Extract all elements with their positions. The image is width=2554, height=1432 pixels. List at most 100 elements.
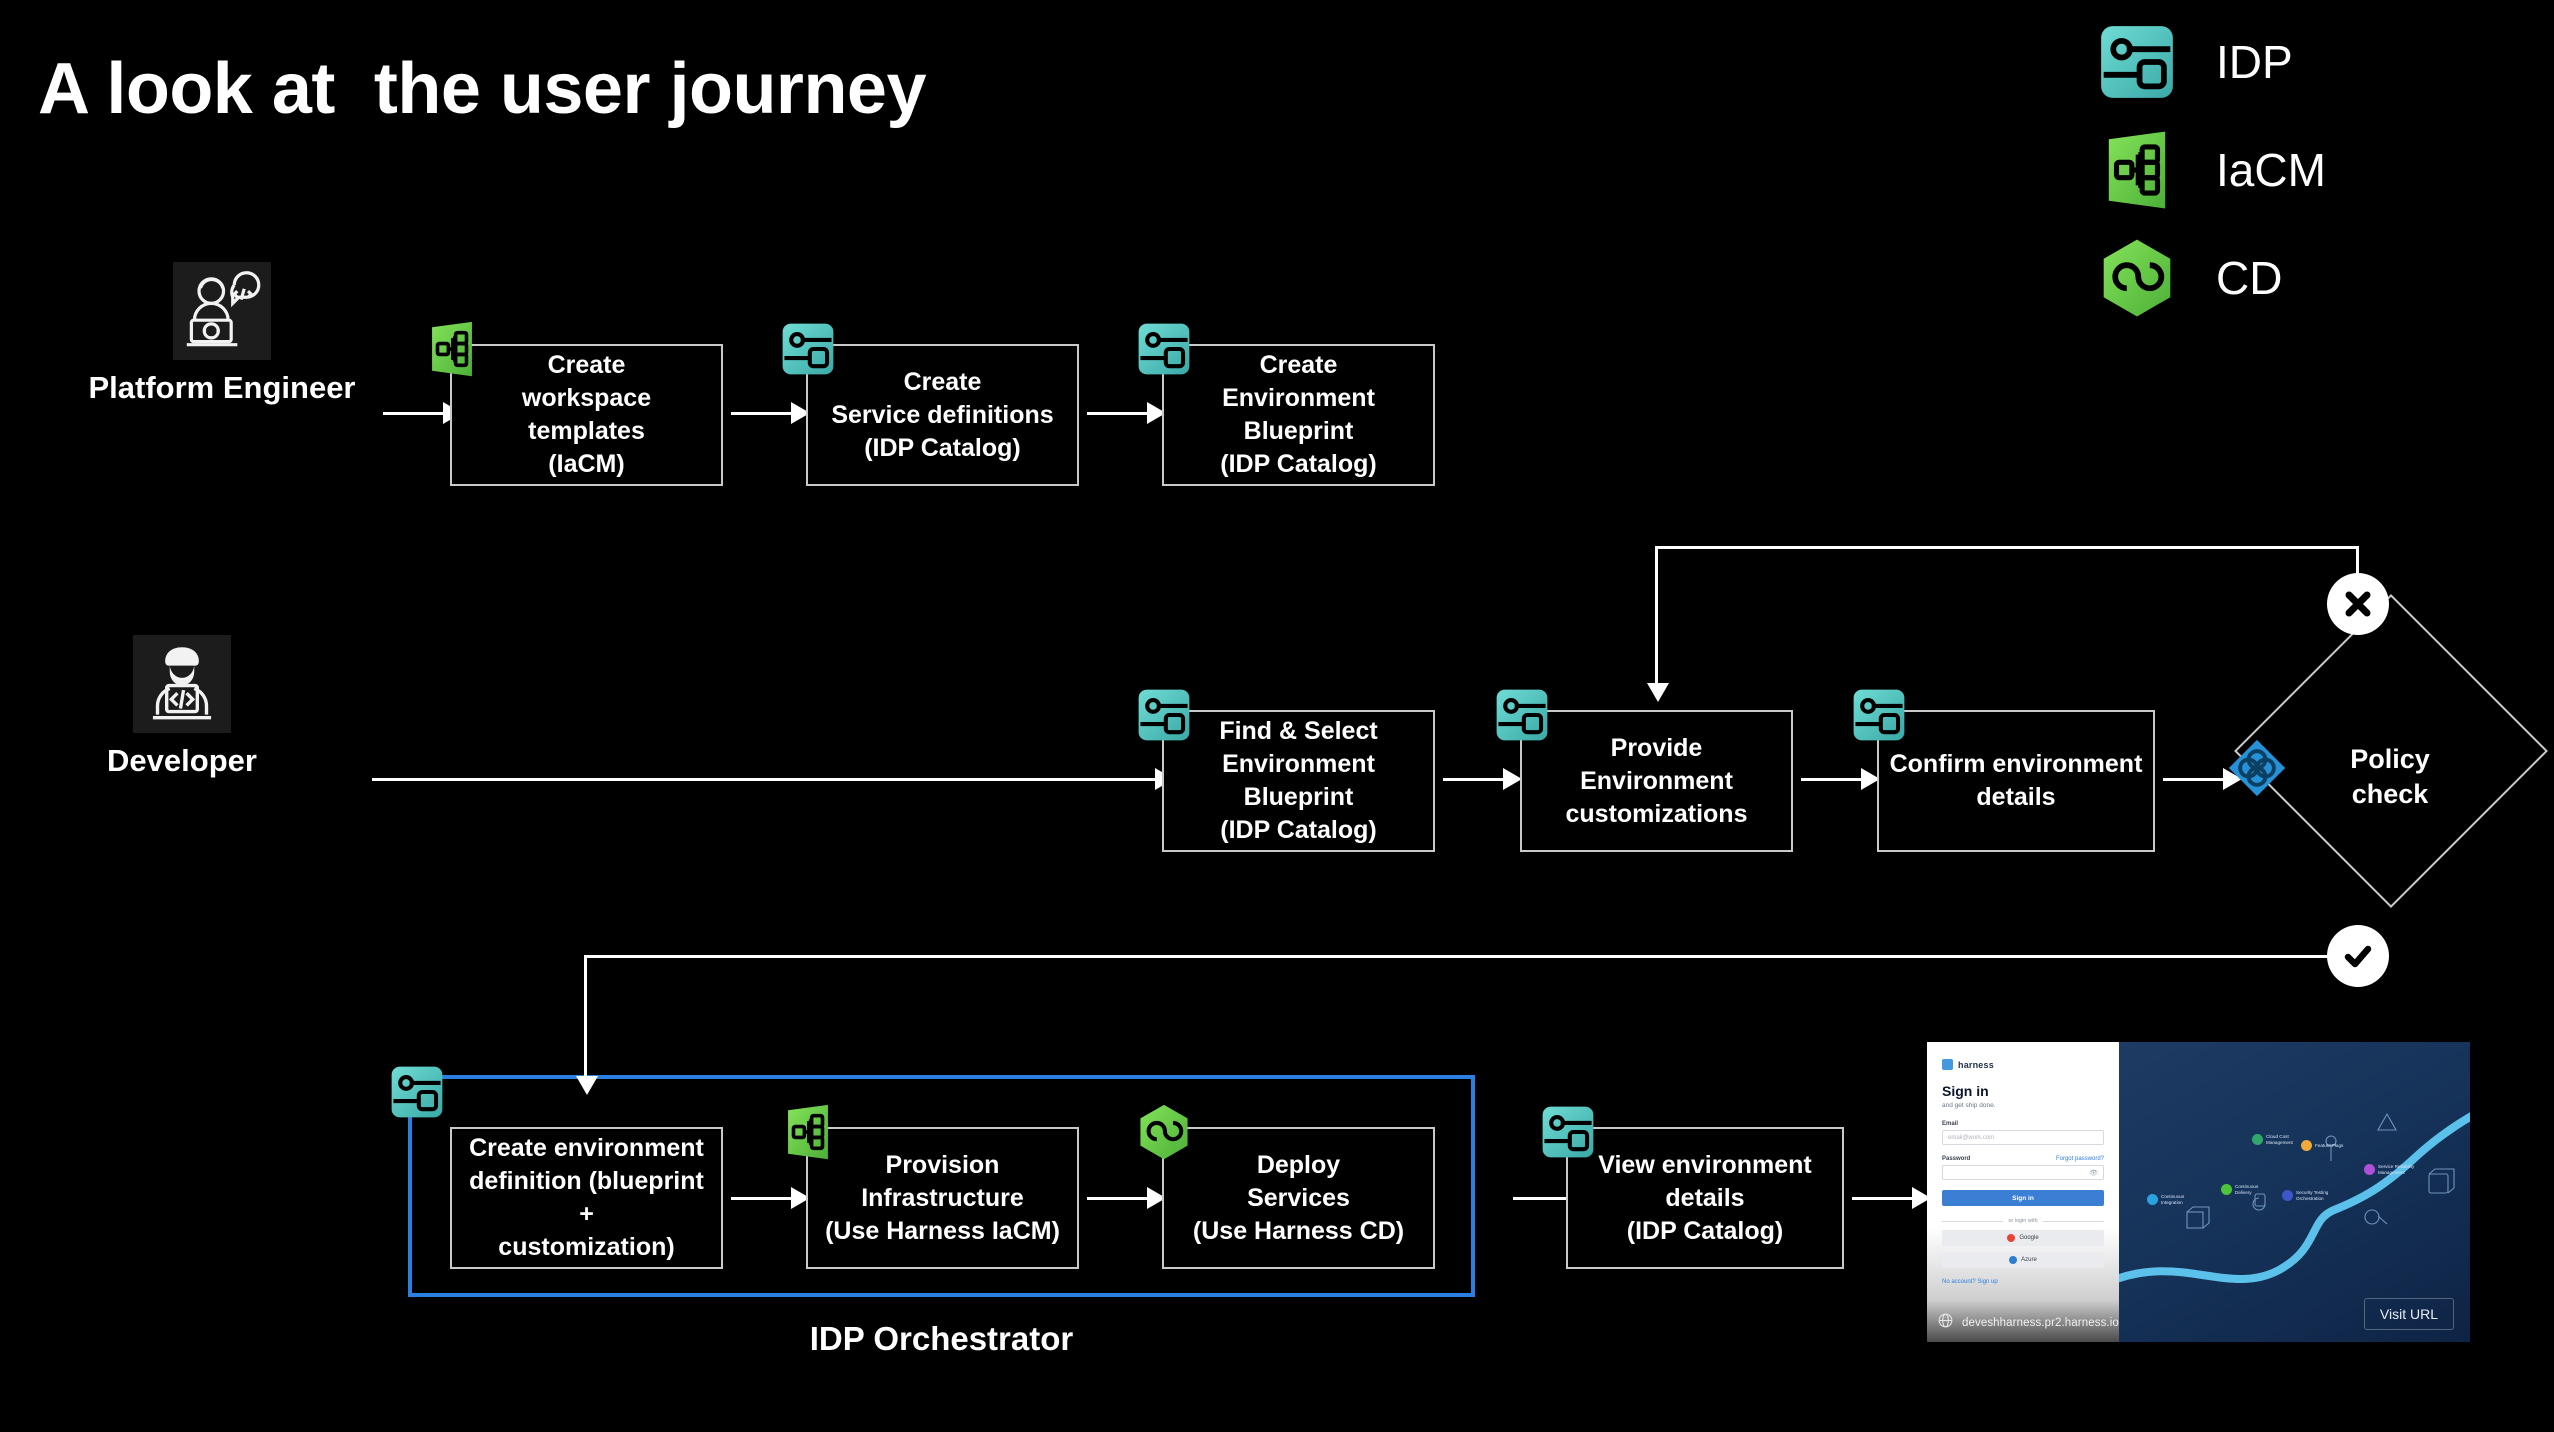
connector-dstep1-to-dstep2 — [1443, 778, 1505, 781]
iacm-icon — [423, 320, 481, 378]
persona-label-platform-engineer: Platform Engineer — [88, 370, 356, 405]
node-label: Cloud Cost Management — [2266, 1134, 2293, 1145]
connector-step2-to-step3 — [1087, 412, 1149, 415]
step-provide-environment-customizations[interactable]: Provide Environment customizations — [1520, 710, 1793, 852]
signin-subheading: and get ship done. — [1942, 1102, 1996, 1109]
legend-item-iacm: IaCM — [2096, 116, 2446, 224]
node-continuous-delivery: Continuous Delivery — [2221, 1184, 2259, 1196]
decision-policy-check-label: Policy check — [2350, 744, 2430, 810]
connector-dstep3-to-policy — [2163, 778, 2225, 781]
harness-logo-text: harness — [1958, 1059, 1994, 1070]
platform-engineer-avatar — [173, 262, 271, 360]
harness-logo: harness — [1942, 1059, 2104, 1070]
connector-step1-to-step2 — [731, 412, 793, 415]
legend-label-cd: CD — [2216, 252, 2283, 304]
node-label: Security Testing Orchestration — [2296, 1190, 2329, 1201]
node-feature-flags: Feature Flags — [2301, 1140, 2343, 1151]
signin-button[interactable]: Sign in — [1942, 1190, 2104, 1206]
step-create-service-definitions[interactable]: Create Service definitions (IDP Catalog) — [806, 344, 1079, 486]
arrowhead-ostep1-to-ostep2 — [791, 1187, 810, 1209]
connector-ostep1-to-ostep2 — [731, 1197, 793, 1200]
password-field[interactable]: 👁 — [1942, 1165, 2104, 1180]
persona-developer: Developer — [82, 635, 282, 779]
node-label: Service Reliability Management — [2378, 1164, 2415, 1175]
arrowhead-policy-pass — [576, 1076, 598, 1095]
node-continuous-integration: Continuous Integration — [2147, 1194, 2185, 1206]
iacm-icon — [2096, 129, 2178, 211]
azure-login-label: Azure — [2021, 1257, 2037, 1263]
signin-heading: Sign in — [1942, 1083, 1989, 1099]
connector-dev-to-step1 — [372, 778, 1159, 781]
password-label: Password — [1942, 1156, 1971, 1162]
step-deploy-services[interactable]: Deploy Services (Use Harness CD) — [1162, 1127, 1435, 1269]
google-login-button[interactable]: Google — [1942, 1230, 2104, 1246]
visit-url-button[interactable]: Visit URL — [2363, 1298, 2454, 1330]
connector-pe-to-step1 — [383, 412, 445, 415]
node-cloud-cost-management: Cloud Cost Management — [2252, 1134, 2293, 1146]
step-find-select-environment-blueprint[interactable]: Find & Select Environment Blueprint (IDP… — [1162, 710, 1435, 852]
step-create-workspace-templates[interactable]: Create workspace templates (IaCM) — [450, 344, 723, 486]
preview-url-bar: deveshharness.pr2.harness.io — [1927, 1304, 2119, 1342]
connector-dstep2-to-dstep3 — [1801, 778, 1863, 781]
legend-item-cd: CD — [2096, 224, 2446, 332]
connector-policy-fail-up — [2356, 546, 2359, 578]
forgot-password-link[interactable]: Forgot password? — [2055, 1156, 2104, 1162]
node-service-reliability-management: Service Reliability Management — [2364, 1164, 2415, 1176]
service-reliability-icon — [2364, 1164, 2375, 1176]
email-field[interactable]: email@work.com — [1942, 1130, 2104, 1145]
step-view-environment-details[interactable]: View environment details (IDP Catalog) — [1566, 1127, 1844, 1269]
arrowhead-step2-to-step3 — [1147, 402, 1166, 424]
node-label: Continuous Delivery — [2235, 1184, 2259, 1195]
step-create-environment-definition[interactable]: Create environment definition (blueprint… — [450, 1127, 723, 1269]
signin-illustration: Continuous Integration Continuous Delive… — [2119, 1042, 2470, 1342]
cloud-cost-management-icon — [2252, 1134, 2263, 1146]
idp-icon — [2096, 21, 2178, 103]
continuous-delivery-icon — [2221, 1184, 2232, 1196]
idp-orchestrator-label: IDP Orchestrator — [809, 1320, 1074, 1357]
step-create-environment-blueprint[interactable]: Create Environment Blueprint (IDP Catalo… — [1162, 344, 1435, 486]
status-badge-policy-pass — [2327, 925, 2389, 987]
harness-logo-mark — [1942, 1059, 1953, 1070]
idp-icon — [1493, 686, 1551, 744]
status-badge-policy-fail — [2327, 573, 2389, 635]
connector-ostep2-to-ostep3 — [1087, 1197, 1149, 1200]
azure-icon — [2009, 1256, 2018, 1264]
google-login-label: Google — [2019, 1235, 2039, 1241]
security-testing-icon — [2282, 1190, 2293, 1202]
eye-icon[interactable]: 👁 — [2089, 1169, 2098, 1177]
connector-ostep4-to-preview — [1852, 1197, 1914, 1200]
idp-orchestrator-group — [408, 1075, 1475, 1297]
password-row: Password Forgot password? — [1942, 1156, 2104, 1162]
legend-item-idp: IDP — [2096, 8, 2446, 116]
arrowhead-ostep4-to-preview — [1912, 1187, 1931, 1209]
policy-icon — [2227, 738, 2287, 798]
azure-login-button[interactable]: Azure — [1942, 1252, 2104, 1268]
connector-ostep3-to-ostep4 — [1513, 1197, 1575, 1200]
developer-avatar — [133, 635, 231, 733]
connector-policy-pass-back — [584, 955, 2339, 958]
cd-icon — [2096, 237, 2178, 319]
legend-label-iacm: IaCM — [2216, 144, 2326, 196]
connector-policy-pass-down — [584, 955, 587, 1083]
signup-link[interactable]: Sign up — [1977, 1279, 1998, 1285]
node-label: Feature Flags — [2315, 1142, 2344, 1148]
connector-policy-fail-back — [1655, 546, 2359, 549]
step-confirm-environment-details[interactable]: Confirm environment details — [1877, 710, 2155, 852]
idp-icon — [388, 1063, 446, 1121]
page-title: A look at the user journey — [38, 49, 927, 129]
arrowhead-dstep1-to-dstep2 — [1503, 768, 1522, 790]
signin-panel: harness Sign in and get ship done. Email… — [1927, 1042, 2119, 1342]
persona-label-developer: Developer — [107, 743, 257, 778]
check-icon — [2344, 945, 2372, 968]
legend-label-idp: IDP — [2216, 36, 2293, 88]
legend: IDP IaCM — [2096, 8, 2446, 332]
google-icon — [2007, 1234, 2016, 1242]
step-provision-infrastructure[interactable]: Provision Infrastructure (Use Harness Ia… — [806, 1127, 1079, 1269]
arrowhead-dstep2-to-dstep3 — [1861, 768, 1880, 790]
idp-icon — [1135, 686, 1193, 744]
harness-signin-preview-card[interactable]: harness Sign in and get ship done. Email… — [1927, 1042, 2470, 1342]
signup-prompt-text: No account? — [1942, 1279, 1978, 1285]
node-label: Continuous Integration — [2161, 1194, 2185, 1205]
arrowhead-step1-to-step2 — [791, 402, 810, 424]
